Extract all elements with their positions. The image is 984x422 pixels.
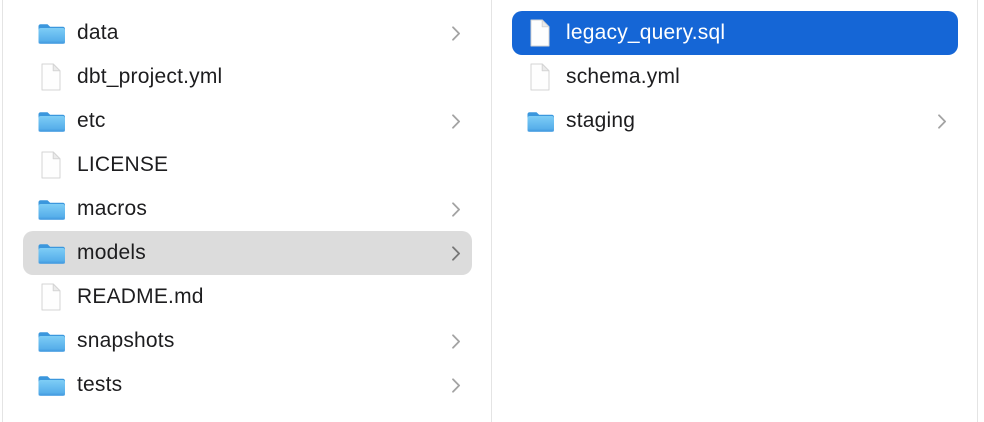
item-label: README.md (77, 285, 204, 308)
chevron-right-icon (451, 245, 461, 262)
item-label: data (77, 21, 119, 44)
folder-row-macros[interactable]: macros (23, 187, 472, 231)
folder-row-snapshots[interactable]: snapshots (23, 319, 472, 363)
item-label: staging (566, 109, 636, 132)
file-row-LICENSE[interactable]: LICENSE (23, 143, 472, 187)
folder-row-tests[interactable]: tests (23, 363, 472, 407)
file-row-legacy_query.sql[interactable]: legacy_query.sql (512, 11, 958, 55)
finder-column-next (978, 0, 984, 422)
finder-column-models: legacy_query.sql schema.yml staging (491, 0, 978, 422)
item-label: dbt_project.yml (77, 65, 223, 88)
folder-icon (36, 17, 66, 49)
file-row-dbt_project.yml[interactable]: dbt_project.yml (23, 55, 472, 99)
folder-icon (36, 193, 66, 225)
item-label: etc (77, 109, 106, 132)
folder-row-data[interactable]: data (23, 11, 472, 55)
chevron-right-icon (451, 201, 461, 218)
item-label: legacy_query.sql (566, 21, 726, 44)
folder-icon (36, 237, 66, 269)
file-row-schema.yml[interactable]: schema.yml (512, 55, 958, 99)
file-row-README.md[interactable]: README.md (23, 275, 472, 319)
item-label: LICENSE (77, 153, 169, 176)
file-icon (36, 61, 66, 93)
chevron-right-icon (451, 333, 461, 350)
item-label: macros (77, 197, 148, 220)
item-label: snapshots (77, 329, 175, 352)
chevron-right-icon (451, 113, 461, 130)
folder-icon (36, 105, 66, 137)
folder-icon (525, 105, 555, 137)
chevron-right-icon (451, 377, 461, 394)
folder-row-models[interactable]: models (23, 231, 472, 275)
item-label: tests (77, 373, 123, 396)
file-icon (525, 17, 555, 49)
item-label: models (77, 241, 146, 264)
item-label: schema.yml (566, 65, 681, 88)
chevron-right-icon (937, 113, 947, 130)
folder-row-etc[interactable]: etc (23, 99, 472, 143)
file-icon (525, 61, 555, 93)
folder-row-staging[interactable]: staging (512, 99, 958, 143)
chevron-right-icon (451, 25, 461, 42)
folder-icon (36, 369, 66, 401)
file-icon (36, 149, 66, 181)
folder-icon (36, 325, 66, 357)
file-icon (36, 281, 66, 313)
